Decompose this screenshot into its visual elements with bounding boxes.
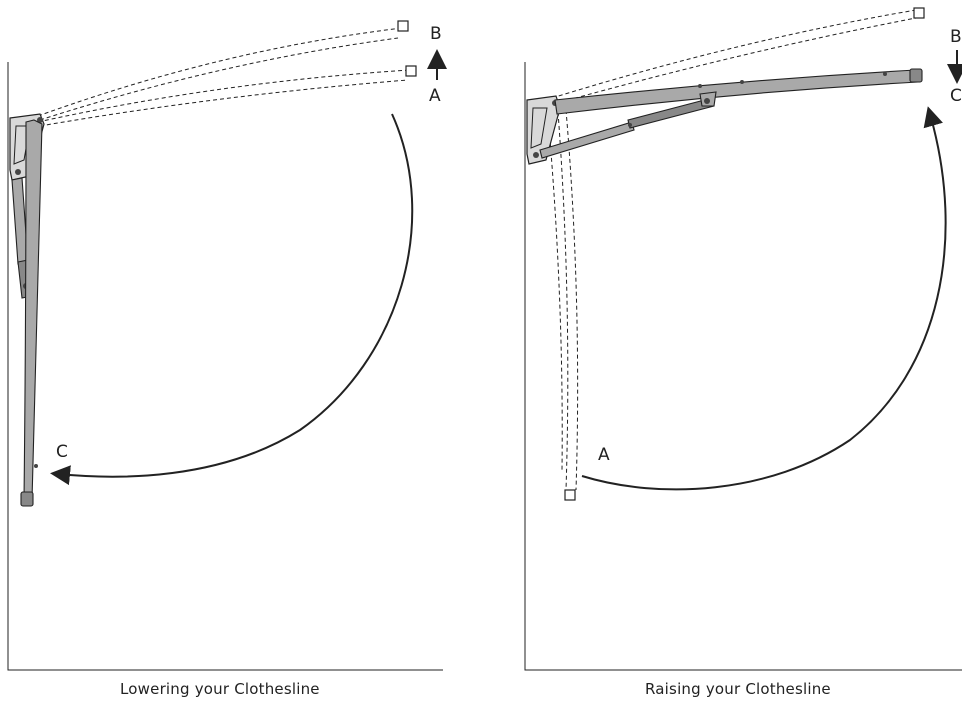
left-lowered-arm-end [20,491,34,507]
left-lowered-arm [23,119,43,501]
left-arm-end-cap-a [405,65,417,77]
right-label-c: C [950,86,962,106]
right-dashed-lowered-arm [547,109,579,501]
right-wall [524,62,962,671]
right-label-a: A [598,445,610,465]
left-label-b: B [430,24,442,44]
right-motion-arrow [581,106,947,491]
left-dashed-raised-arms [37,20,417,127]
right-gas-strut [539,91,717,159]
right-arm-end-cap-a [564,489,576,501]
right-caption: Raising your Clothesline [645,680,831,698]
right-raised-arm [554,69,919,115]
left-motion-arrow [50,113,414,486]
left-wall [7,62,443,671]
left-caption: Lowering your Clothesline [120,680,320,698]
right-raised-arm-end [909,68,923,83]
left-arm-end-cap-b [397,20,409,32]
right-label-b: B [950,27,962,47]
right-arm-end-cap-b [913,7,925,19]
right-panel: B C A [524,7,962,671]
left-label-c: C [56,442,68,462]
left-panel: B A C [7,20,447,671]
left-label-a: A [429,86,441,106]
